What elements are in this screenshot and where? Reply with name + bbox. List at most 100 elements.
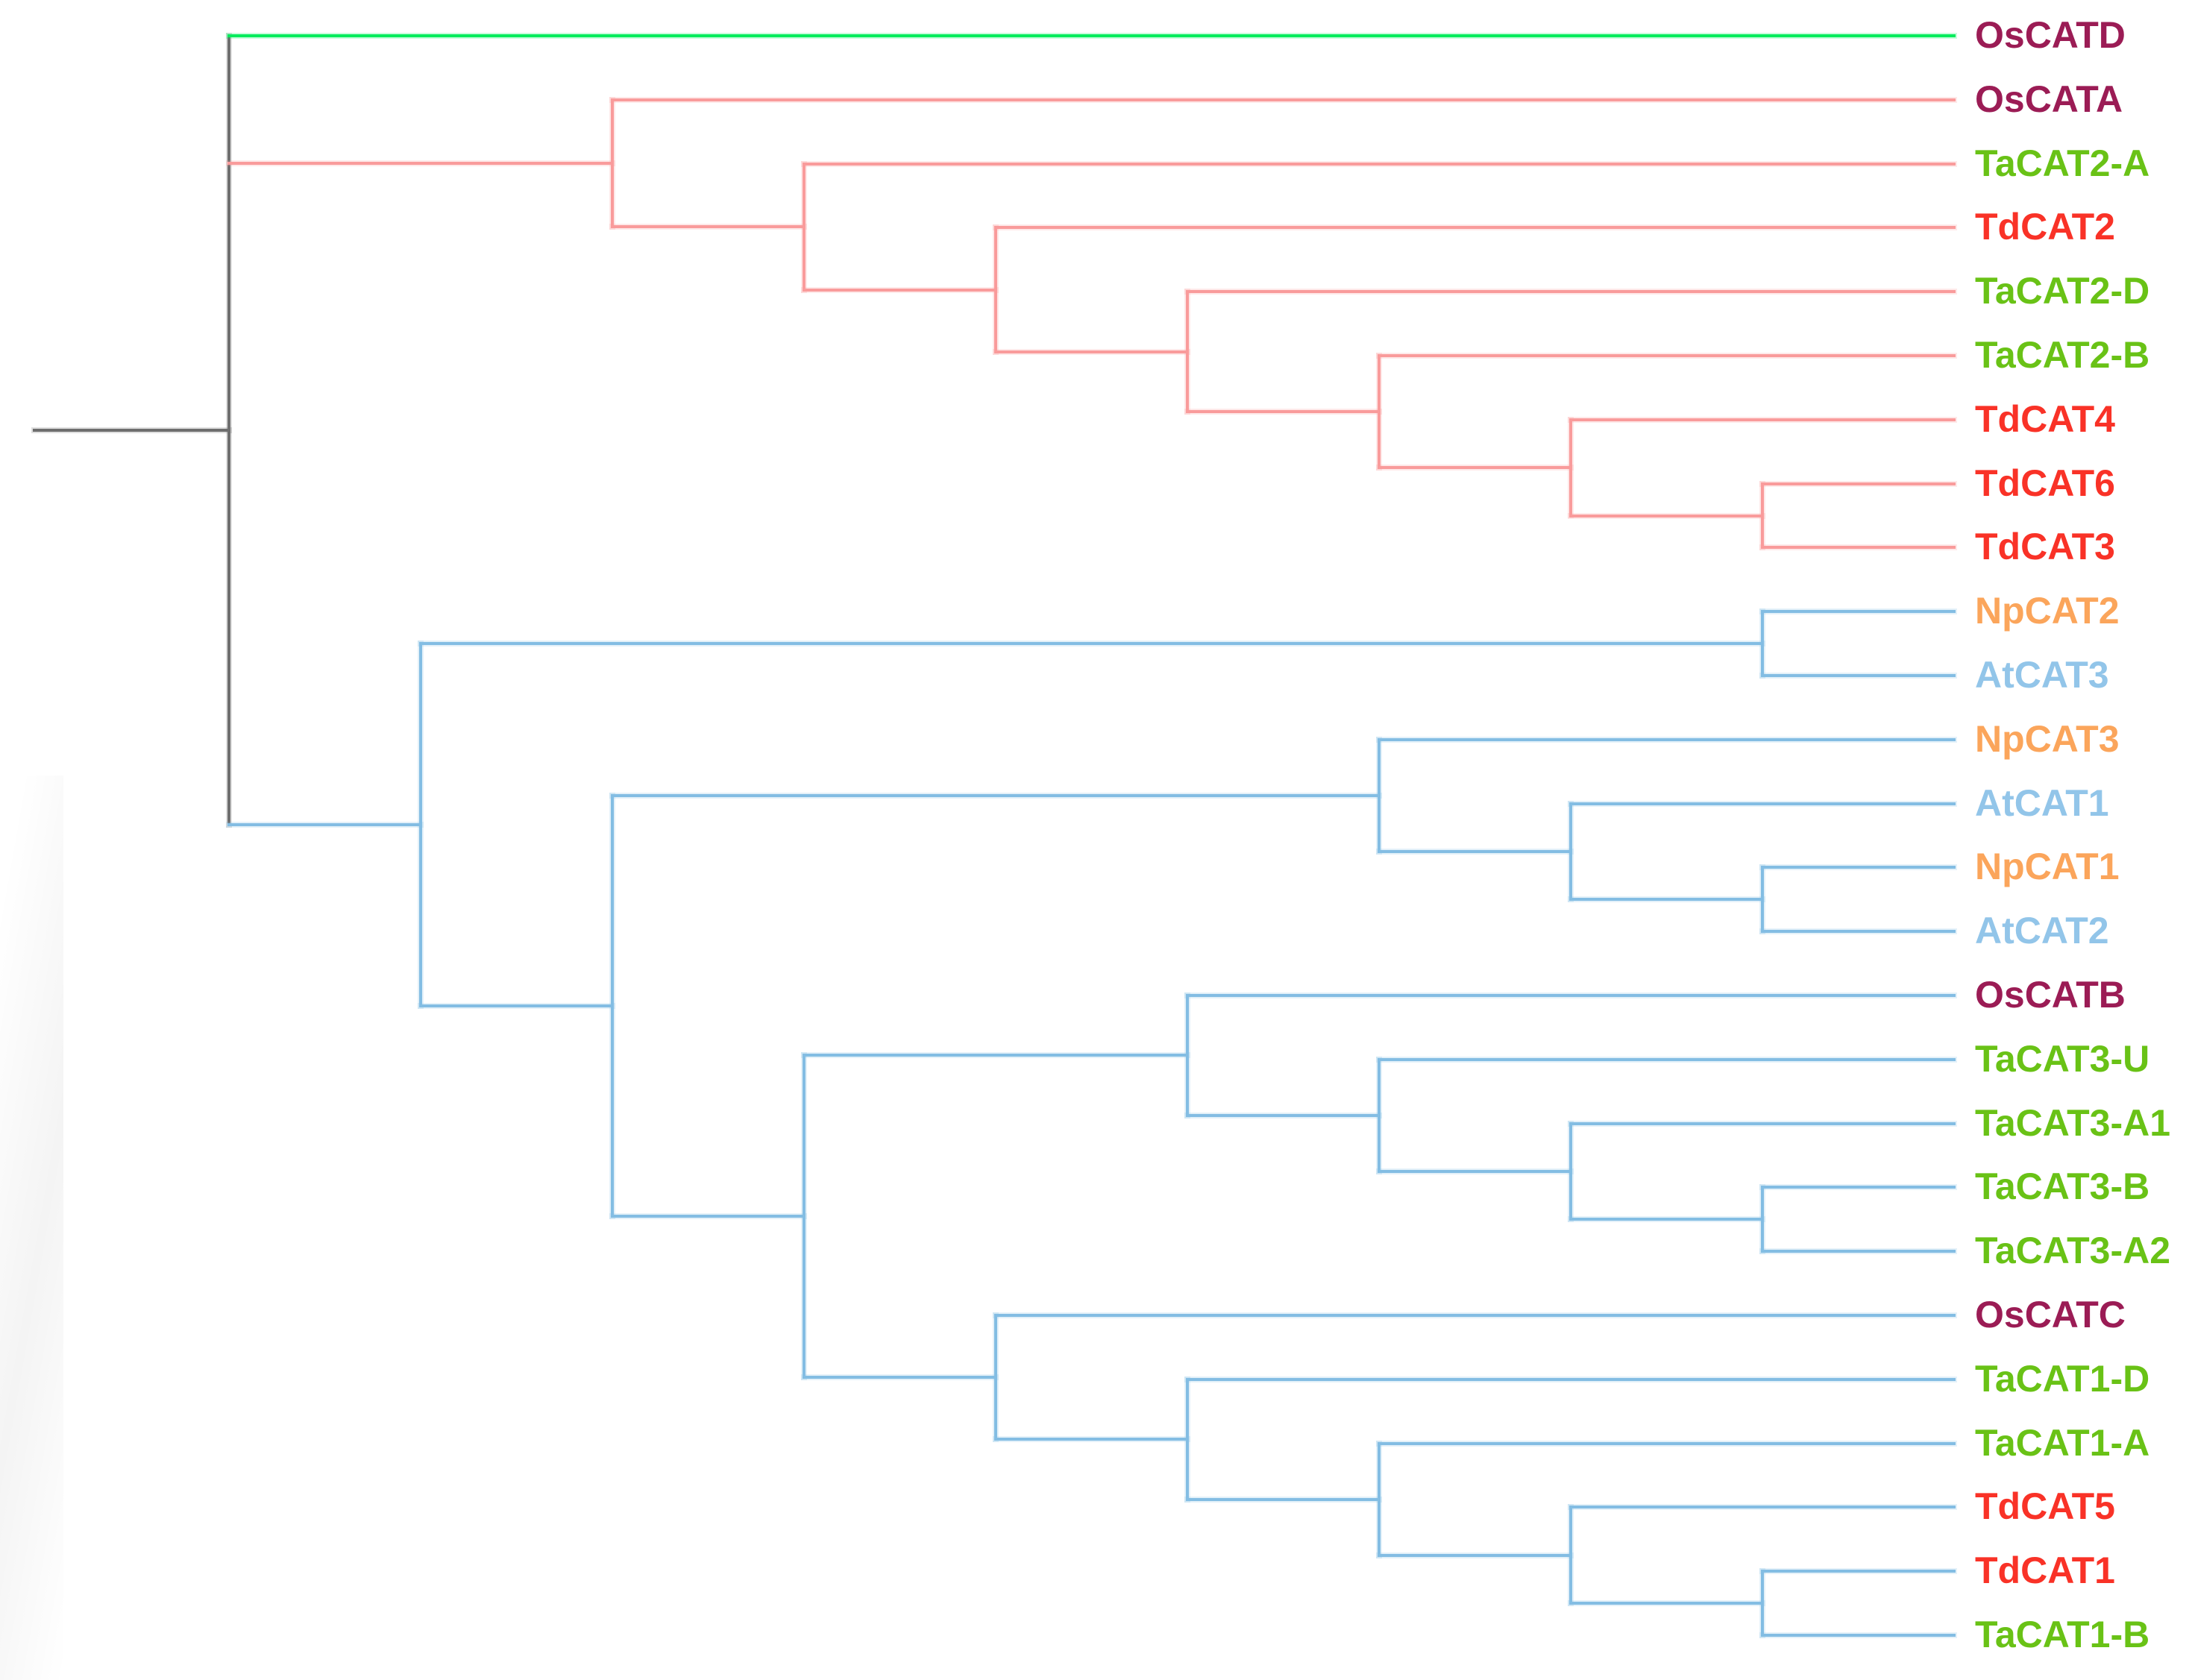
branch-line-horizontal — [1378, 1169, 1572, 1173]
branch-line-horizontal — [994, 350, 1189, 353]
leaf-label-AtCAT1: AtCAT1 — [1975, 781, 2109, 824]
branch-line-horizontal — [803, 288, 997, 292]
leaf-label-TdCAT6: TdCAT6 — [1975, 462, 2115, 504]
branch-line-horizontal — [1186, 290, 1956, 294]
branch-line-horizontal — [227, 34, 1956, 37]
leaf-label-TaCAT3-A2: TaCAT3-A2 — [1975, 1230, 2171, 1272]
branch-line-horizontal — [227, 161, 614, 165]
branch-line-horizontal — [1569, 418, 1956, 421]
page-edge-shade — [0, 775, 63, 1680]
branch-line-horizontal — [611, 793, 1381, 797]
leaf-label-TaCAT2-B: TaCAT2-B — [1975, 334, 2150, 376]
branch-line-vertical — [1761, 610, 1764, 677]
branch-line-horizontal — [1761, 482, 1956, 485]
branch-line-horizontal — [1569, 1506, 1956, 1509]
branch-line-vertical — [1761, 1186, 1764, 1253]
leaf-label-TaCAT1-D: TaCAT1-D — [1975, 1357, 2150, 1400]
branch-line-horizontal — [1378, 1441, 1956, 1445]
branch-line-horizontal — [1569, 802, 1956, 805]
leaf-label-OsCATA: OsCATA — [1975, 78, 2123, 120]
branch-line-vertical — [1186, 290, 1189, 414]
branch-line-vertical — [1378, 354, 1381, 470]
branch-line-horizontal — [1378, 1057, 1956, 1061]
branch-line-horizontal — [1569, 514, 1764, 517]
leaf-label-TaCAT2-A: TaCAT2-A — [1975, 142, 2150, 184]
branch-line-vertical — [227, 34, 230, 827]
branch-line-horizontal — [1761, 546, 1956, 550]
branch-line-vertical — [1569, 1121, 1572, 1221]
branch-line-vertical — [1569, 802, 1572, 902]
branch-line-horizontal — [1761, 866, 1956, 869]
leaf-label-TaCAT3-U: TaCAT3-U — [1975, 1037, 2150, 1080]
branch-line-vertical — [1761, 1570, 1764, 1637]
branch-line-horizontal — [1569, 1218, 1764, 1221]
branch-line-horizontal — [803, 1376, 997, 1379]
branch-line-vertical — [1378, 1441, 1381, 1557]
branch-line-horizontal — [1186, 410, 1381, 414]
leaf-label-TdCAT4: TdCAT4 — [1975, 397, 2115, 440]
leaf-label-TaCAT3-B: TaCAT3-B — [1975, 1165, 2150, 1208]
leaf-label-NpCAT1: NpCAT1 — [1975, 846, 2120, 888]
branch-line-horizontal — [611, 98, 1956, 101]
branch-line-horizontal — [1378, 466, 1572, 470]
branch-line-vertical — [1378, 737, 1381, 853]
leaf-label-OsCATD: OsCATD — [1975, 14, 2126, 56]
leaf-label-TaCAT3-A1: TaCAT3-A1 — [1975, 1101, 2171, 1144]
leaf-label-TdCAT5: TdCAT5 — [1975, 1485, 2115, 1528]
leaf-label-TdCAT2: TdCAT2 — [1975, 206, 2115, 248]
branch-line-vertical — [803, 1054, 805, 1379]
leaf-label-TaCAT2-D: TaCAT2-D — [1975, 270, 2150, 312]
branch-line-vertical — [1186, 1377, 1189, 1501]
branch-line-horizontal — [419, 642, 1764, 646]
branch-line-horizontal — [1569, 1121, 1956, 1125]
branch-line-vertical — [1569, 418, 1572, 517]
branch-line-horizontal — [1761, 1250, 1956, 1253]
branch-line-vertical — [803, 162, 805, 292]
branch-line-vertical — [611, 98, 614, 229]
branch-line-horizontal — [1186, 1497, 1381, 1501]
branch-line-horizontal — [419, 1004, 614, 1008]
branch-line-horizontal — [611, 225, 805, 229]
branch-line-horizontal — [1761, 1186, 1956, 1189]
branch-line-vertical — [994, 226, 997, 353]
leaf-label-TaCAT1-B: TaCAT1-B — [1975, 1614, 2150, 1655]
branch-line-horizontal — [1761, 1570, 1956, 1573]
branch-line-vertical — [994, 1314, 997, 1441]
branch-line-horizontal — [994, 1438, 1189, 1441]
branch-line-vertical — [1761, 482, 1764, 550]
branch-line-vertical — [1378, 1057, 1381, 1173]
branch-line-horizontal — [994, 226, 1956, 230]
branch-line-horizontal — [803, 1054, 1189, 1057]
branch-line-horizontal — [803, 162, 1956, 166]
branch-line-horizontal — [227, 823, 422, 827]
leaf-label-NpCAT3: NpCAT3 — [1975, 717, 2120, 760]
branch-line-horizontal — [1186, 1377, 1956, 1381]
branch-line-vertical — [419, 642, 422, 1008]
branch-line-horizontal — [1378, 849, 1572, 853]
leaf-label-TdCAT3: TdCAT3 — [1975, 526, 2115, 568]
leaf-label-AtCAT3: AtCAT3 — [1975, 654, 2109, 696]
leaf-label-OsCATB: OsCATB — [1975, 974, 2126, 1016]
branch-line-horizontal — [1761, 930, 1956, 934]
branch-line-vertical — [1569, 1506, 1572, 1605]
branch-line-horizontal — [611, 1215, 805, 1218]
leaf-label-TdCAT1: TdCAT1 — [1975, 1550, 2115, 1592]
branch-line-horizontal — [1761, 674, 1956, 677]
branch-line-horizontal — [1378, 354, 1956, 357]
branch-line-horizontal — [994, 1314, 1956, 1317]
leaf-label-AtCAT2: AtCAT2 — [1975, 910, 2109, 952]
branch-line-horizontal — [1569, 898, 1764, 902]
branch-line-horizontal — [1186, 994, 1956, 997]
branch-line-vertical — [1761, 866, 1764, 934]
leaf-label-TaCAT1-A: TaCAT1-A — [1975, 1421, 2150, 1464]
branch-line-horizontal — [1378, 737, 1956, 741]
branch-line-vertical — [611, 793, 614, 1218]
branch-line-horizontal — [1569, 1602, 1764, 1605]
leaf-label-NpCAT2: NpCAT2 — [1975, 590, 2120, 632]
branch-line-horizontal — [1186, 1113, 1381, 1117]
branch-line-horizontal — [1378, 1553, 1572, 1557]
leaf-label-OsCATC: OsCATC — [1975, 1294, 2126, 1335]
branch-line-horizontal — [1761, 610, 1956, 614]
branch-line-vertical — [1186, 994, 1189, 1117]
